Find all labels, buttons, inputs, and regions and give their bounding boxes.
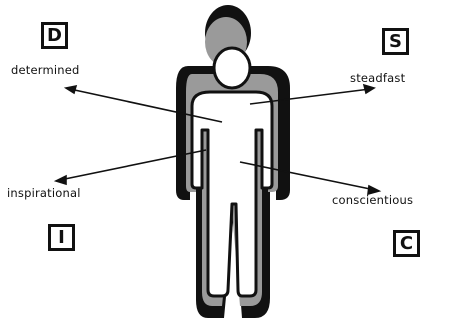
trait-label-inspirational: inspirational xyxy=(7,186,81,200)
arrowhead-steadfast xyxy=(364,85,374,93)
trait-label-steadfast: steadfast xyxy=(350,71,405,85)
letter-c: C xyxy=(400,235,413,253)
letter-s: S xyxy=(389,33,402,51)
trait-label-determined: determined xyxy=(11,63,80,77)
letter-i: I xyxy=(58,229,65,247)
arrowhead-determined xyxy=(66,86,76,93)
letter-box-s: S xyxy=(382,28,409,55)
arrowhead-inspirational xyxy=(56,176,66,184)
letter-box-c: C xyxy=(393,230,420,257)
letter-d: D xyxy=(47,27,62,45)
trait-label-conscientious: conscientious xyxy=(332,193,413,207)
letter-box-d: D xyxy=(41,22,68,49)
letter-box-i: I xyxy=(48,224,75,251)
